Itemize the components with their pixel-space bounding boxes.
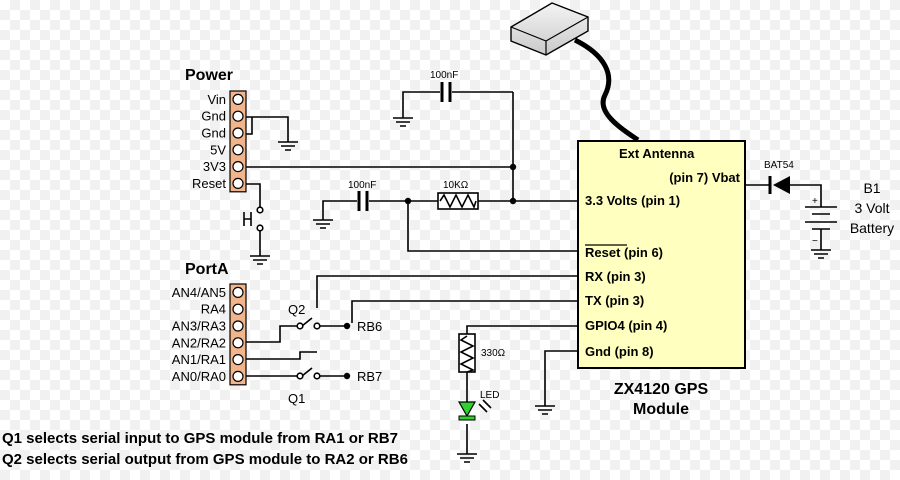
porta-header-body bbox=[229, 283, 247, 386]
module-pin-3v3: 3.3 Volts (pin 1) bbox=[585, 193, 680, 208]
ground-icon bbox=[313, 212, 333, 229]
porta-pin-label: AN4/AN5 bbox=[172, 285, 226, 300]
junction-dots bbox=[404, 163, 517, 205]
power-header bbox=[229, 90, 247, 193]
ground-icon bbox=[535, 390, 555, 415]
led-label: LED bbox=[480, 390, 499, 401]
porta-header bbox=[229, 283, 247, 386]
res-330-label: 330Ω bbox=[481, 348, 506, 359]
battery-line2: 3 Volt bbox=[854, 200, 889, 216]
power-header-pin bbox=[232, 161, 244, 173]
porta-header-pin bbox=[232, 303, 244, 315]
porta-header-pin bbox=[232, 286, 244, 298]
porta-pin-label: AN3/RA3 bbox=[172, 319, 226, 334]
diode-label: BAT54 bbox=[764, 160, 794, 171]
porta-pin-label: AN0/RA0 bbox=[172, 369, 226, 384]
porta-pin-label: RA4 bbox=[201, 302, 226, 317]
cap-mid-label: 100nF bbox=[348, 180, 376, 191]
note-q2: Q2 selects serial output from GPS module… bbox=[2, 451, 408, 468]
module-name-line2: Module bbox=[633, 401, 689, 418]
battery-line1: B1 bbox=[863, 180, 880, 196]
module-pin-ext-antenna: Ext Antenna bbox=[619, 146, 695, 161]
rb6-label: RB6 bbox=[357, 319, 382, 334]
capacitor-mid bbox=[357, 191, 369, 211]
module-pin-rx: RX (pin 3) bbox=[585, 269, 646, 284]
q2-label: Q2 bbox=[288, 302, 305, 317]
porta-header-pin bbox=[232, 337, 244, 349]
diode-icon bbox=[768, 176, 790, 194]
power-pin-label: Gnd bbox=[201, 109, 226, 124]
porta-header-pin bbox=[232, 370, 244, 382]
capacitor-top bbox=[440, 82, 452, 102]
power-pin-label: 3V3 bbox=[203, 159, 226, 174]
switch-contacts bbox=[256, 206, 321, 380]
module-pin-reset: Reset (pin 6) bbox=[585, 245, 663, 260]
porta-title: PortA bbox=[185, 261, 229, 278]
battery-minus: − bbox=[812, 236, 818, 247]
battery-icon bbox=[805, 200, 837, 238]
battery-line3: Battery bbox=[850, 220, 894, 236]
porta-pin-label: AN1/RA1 bbox=[172, 352, 226, 367]
module-pin-gpio4: GPIO4 (pin 4) bbox=[585, 318, 667, 333]
rb7-terminal bbox=[343, 372, 351, 380]
antenna-icon bbox=[510, 2, 589, 56]
resistor-10k bbox=[437, 192, 479, 210]
module-pin-gnd: Gnd (pin 8) bbox=[585, 344, 654, 359]
porta-header-pin bbox=[232, 354, 244, 366]
q1-label: Q1 bbox=[288, 391, 305, 406]
power-pin-label: Reset bbox=[192, 176, 226, 191]
ground-icon bbox=[250, 246, 270, 265]
rb6-terminal bbox=[343, 322, 351, 330]
power-header-pin bbox=[232, 127, 244, 139]
module-pin-tx: TX (pin 3) bbox=[585, 293, 644, 308]
ground-icon bbox=[278, 138, 298, 151]
ground-icon bbox=[393, 110, 413, 127]
ground-icon bbox=[811, 246, 831, 259]
power-title: Power bbox=[185, 67, 233, 84]
porta-header-pin bbox=[232, 320, 244, 332]
power-pin-label: 5V bbox=[210, 142, 226, 157]
resistor-330 bbox=[458, 333, 476, 373]
res-10k-label: 10KΩ bbox=[443, 180, 469, 191]
cap-top-label: 100nF bbox=[430, 70, 458, 81]
module-pin-vbat: (pin 7) Vbat bbox=[669, 170, 740, 185]
power-header-pin bbox=[232, 93, 244, 106]
power-header-pin bbox=[232, 144, 244, 156]
power-header-body bbox=[229, 90, 247, 193]
porta-pin-label: AN2/RA2 bbox=[172, 335, 226, 350]
power-pin-label: Gnd bbox=[201, 126, 226, 141]
note-q1: Q1 selects serial input to GPS module fr… bbox=[2, 430, 398, 447]
wires bbox=[243, 37, 822, 445]
power-header-pin bbox=[232, 110, 244, 122]
power-pin-label: Vin bbox=[207, 92, 226, 107]
battery-plus: + bbox=[812, 196, 818, 207]
led-icon bbox=[457, 399, 492, 421]
rb7-label: RB7 bbox=[357, 369, 382, 384]
module-name-line1: ZX4120 GPS bbox=[614, 381, 709, 398]
gps-module-box bbox=[577, 140, 746, 369]
ground-icon bbox=[457, 445, 477, 463]
power-header-pin bbox=[232, 177, 244, 189]
